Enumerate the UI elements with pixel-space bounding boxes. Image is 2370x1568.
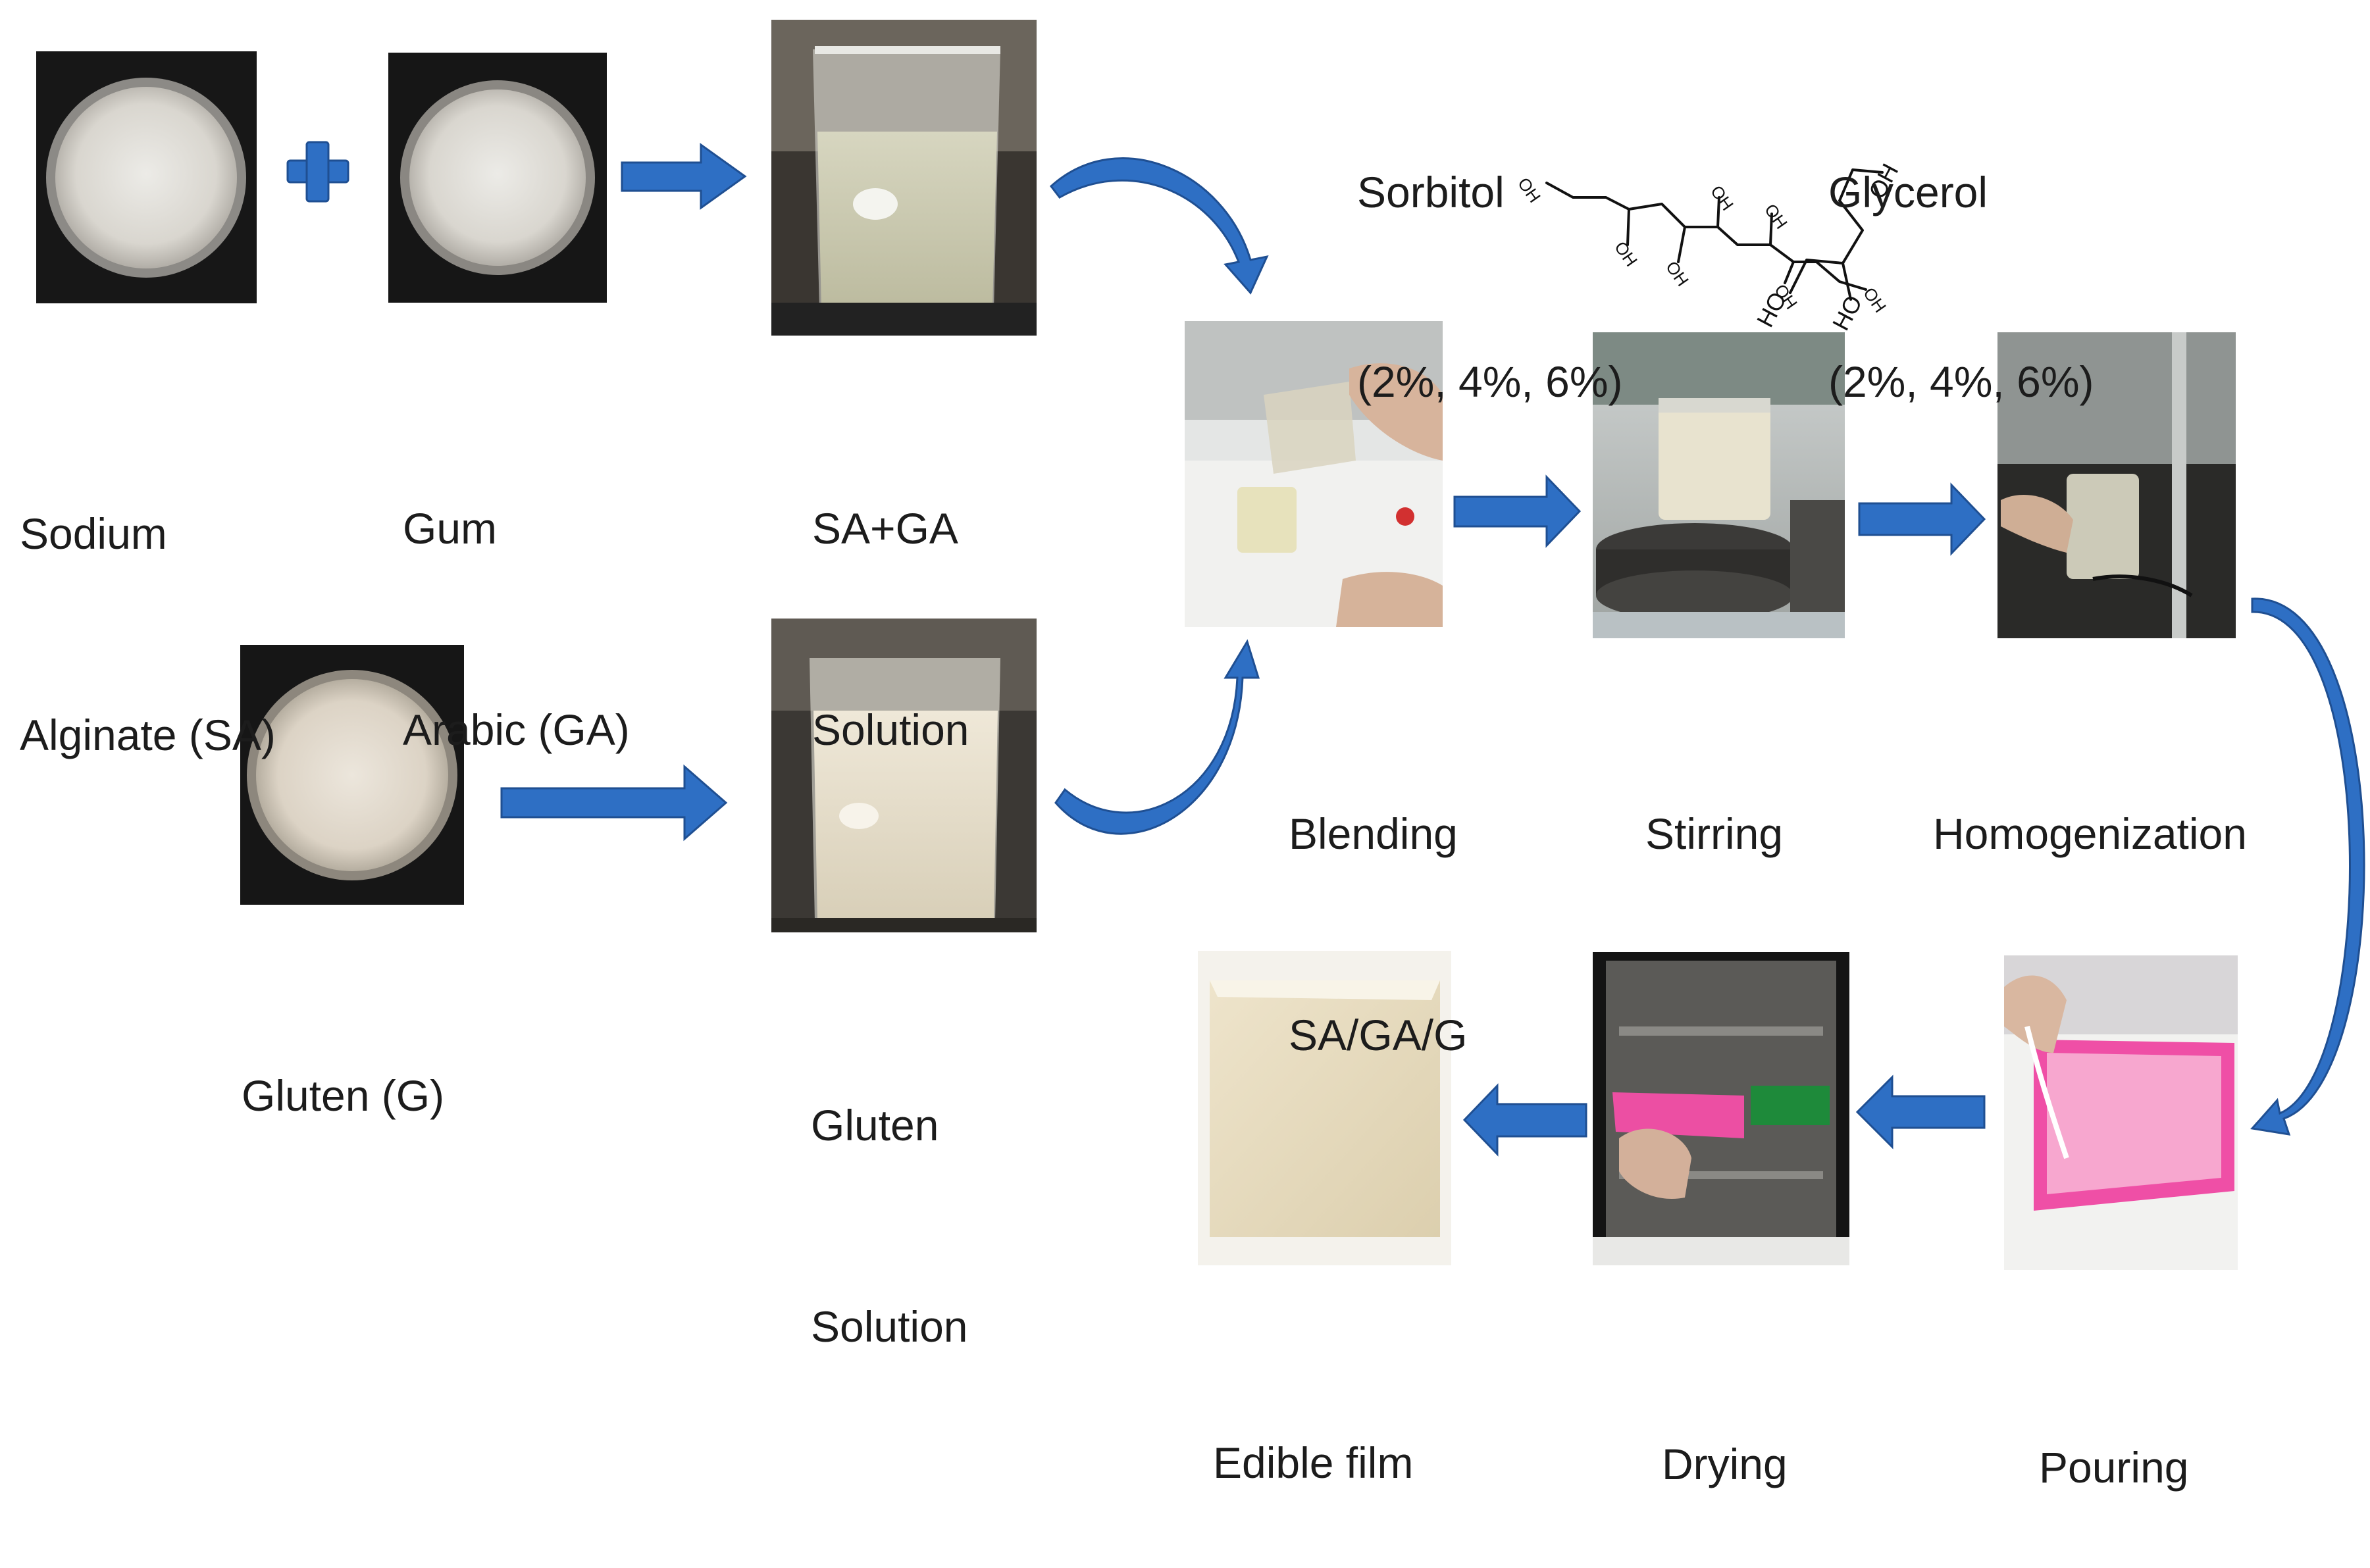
arrow-left-icon (1462, 1083, 1587, 1157)
label-line: Pouring (2039, 1443, 2189, 1492)
gluten-solution-photo (771, 619, 1037, 932)
label-line: Alginate (SA) (20, 711, 276, 759)
plasticizer-name: Glycerol (1828, 168, 1988, 216)
arrow-right-icon (621, 143, 747, 210)
label-line: Edible film (1213, 1438, 1414, 1487)
glycerol-structure (1789, 168, 1884, 301)
label-line: Gluten (811, 1101, 939, 1150)
process-diagram: OH OH OH OH OH OH OH HO HO OH Sodium Alg… (20, 20, 2365, 1492)
label-line: Stirring (1645, 809, 1784, 858)
label-line: SA/GA/G (1289, 1011, 1468, 1059)
label-pouring: Pouring (2039, 1300, 2189, 1568)
arrow-right-icon (1858, 482, 1986, 556)
label-line: Blending (1289, 809, 1458, 858)
arrow-left-icon (1855, 1075, 1986, 1150)
hydroxyl-label: OH (1707, 182, 1738, 214)
label-gluten-solution: Gluten Solution (811, 957, 968, 1427)
hydroxyl-label: OH (1662, 257, 1693, 290)
label-line: Solution (811, 1302, 968, 1351)
label-line: Gum (403, 504, 498, 553)
arrow-right-icon (500, 764, 728, 842)
plasticizer-name: Sorbitol (1357, 168, 1505, 216)
label-line: Solution (812, 705, 969, 754)
label-homogenization: Homogenization (1933, 666, 2247, 934)
label-stirring: Stirring (1645, 666, 1783, 934)
curved-arrow-icon (1049, 157, 1269, 295)
stirring-photo (1593, 332, 1845, 638)
blending-photo (1185, 321, 1443, 627)
gum-arabic-photo (388, 53, 607, 303)
plasticizer-levels: (2%, 4%, 6%) (1828, 357, 2094, 406)
label-gum-arabic: Gum Arabic (GA) (403, 361, 630, 830)
label-line: Arabic (GA) (403, 705, 630, 754)
plus-icon (286, 141, 349, 203)
hydroxyl-label: OH (1761, 200, 1791, 232)
label-gluten: Gluten (G) (242, 928, 444, 1196)
label-edible-film: Edible film (1213, 1295, 1413, 1563)
label-sodium-alginate: Sodium Alginate (SA) (20, 366, 276, 836)
label-line: Drying (1662, 1440, 1788, 1488)
label-line: Gluten (G) (242, 1071, 445, 1120)
curved-arrow-icon (1054, 639, 1260, 835)
label-line: Homogenization (1933, 809, 2247, 858)
label-blending: Blending SA/GA/G (1289, 666, 1467, 1136)
diagram-canvas: OH OH OH OH OH OH OH HO HO OH (36, 20, 2365, 1270)
pouring-photo (2004, 955, 2238, 1270)
homogenization-photo (1997, 332, 2236, 638)
sa-ga-solution-photo (771, 20, 1037, 336)
edible-film-photo (1198, 951, 1451, 1265)
curved-arrow-icon (2250, 597, 2365, 1136)
label-sorbitol: Sorbitol (2%, 4%, 6%) (1357, 34, 1622, 476)
sodium-alginate-photo (36, 51, 257, 303)
drying-photo (1593, 952, 1849, 1265)
arrow-right-icon (1453, 474, 1582, 548)
label-sa-ga-solution: SA+GA Solution (812, 361, 969, 830)
gluten-photo (240, 645, 464, 905)
plasticizer-levels: (2%, 4%, 6%) (1357, 357, 1623, 406)
label-line: Sodium (20, 509, 167, 558)
label-line: SA+GA (812, 504, 958, 553)
label-drying: Drying (1662, 1296, 1788, 1565)
label-glycerol: Glycerol (2%, 4%, 6%) (1828, 34, 2094, 476)
